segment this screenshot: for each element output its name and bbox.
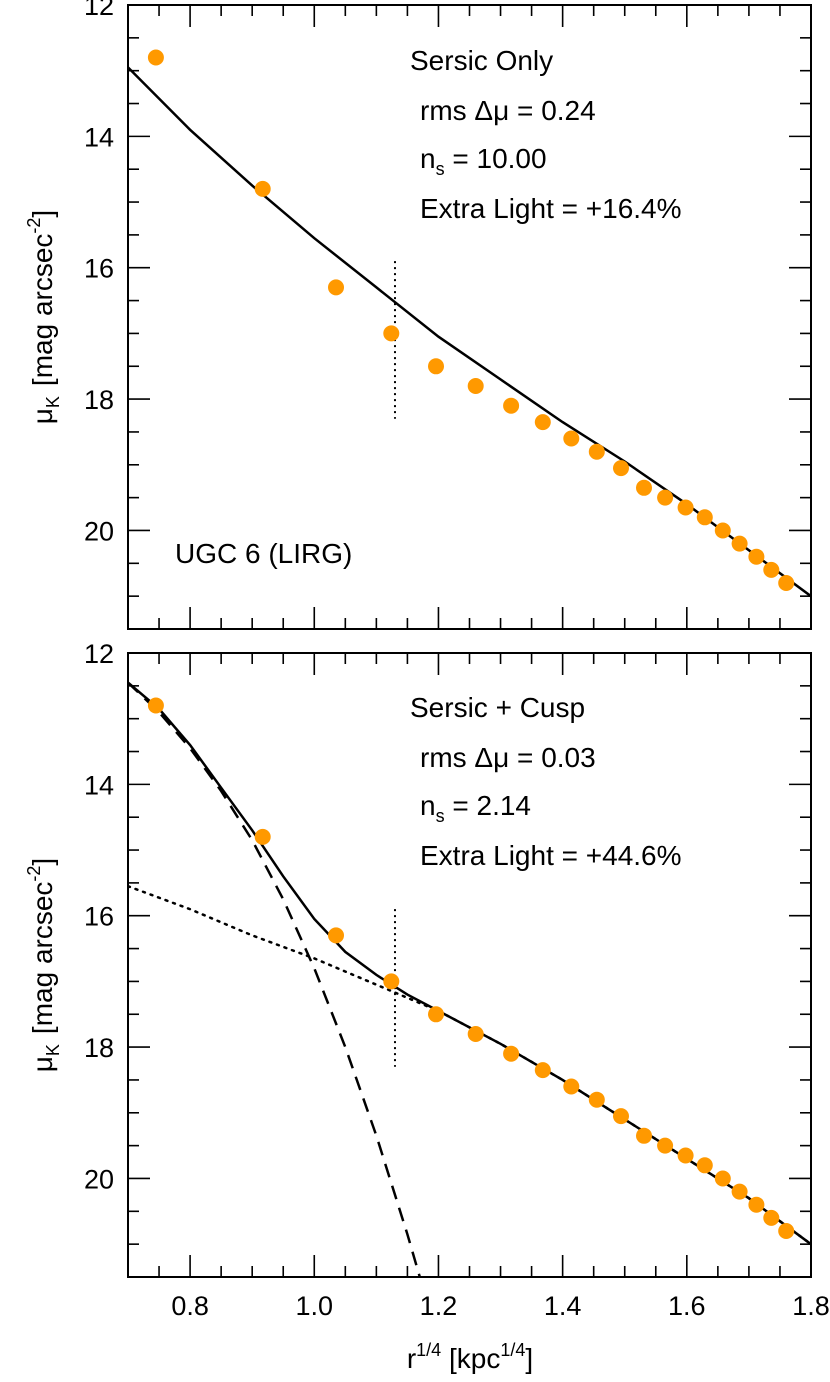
bottom-curve-dotted bbox=[128, 884, 811, 1246]
bottom-data-point bbox=[563, 1078, 580, 1095]
top-data-point bbox=[778, 575, 795, 591]
top-data-point bbox=[677, 499, 694, 516]
bottom-data-point bbox=[677, 1147, 694, 1164]
bottom-data-point bbox=[731, 1183, 748, 1200]
bottom-y-tick-label: 18 bbox=[84, 1033, 114, 1063]
bottom-data-point bbox=[714, 1170, 731, 1187]
top-data-point bbox=[588, 443, 605, 460]
bottom-x-tick-label: 1.8 bbox=[792, 1291, 830, 1321]
bottom-y-tick-label: 16 bbox=[84, 902, 114, 932]
top-data-point bbox=[503, 397, 520, 414]
bottom-data-point bbox=[588, 1091, 605, 1108]
top-data-point bbox=[328, 279, 344, 296]
bottom-data-point bbox=[467, 1026, 484, 1042]
top-data-point bbox=[613, 460, 629, 477]
bottom-plot-area bbox=[128, 681, 811, 1277]
bottom-x-tick-label: 1.4 bbox=[544, 1291, 582, 1321]
top-data-point bbox=[254, 180, 271, 197]
top-data-point bbox=[563, 430, 580, 447]
bottom-data-point bbox=[428, 1006, 444, 1023]
top-data-point bbox=[636, 479, 652, 496]
top-data-point bbox=[696, 509, 713, 526]
bottom-extra-light-label: Extra Light = +44.6% bbox=[420, 840, 682, 871]
top-data-point bbox=[147, 49, 164, 66]
top-curve-solid bbox=[128, 66, 811, 598]
bottom-data-point bbox=[613, 1108, 629, 1125]
bottom-data-point bbox=[748, 1196, 765, 1213]
bottom-x-tick-label: 1.2 bbox=[420, 1291, 458, 1321]
top-axis-ticks: 12 14 16 18 20 bbox=[84, 0, 812, 630]
bottom-y-tick-label: 20 bbox=[84, 1164, 114, 1194]
top-data-point bbox=[428, 358, 444, 375]
top-model-label: Sersic Only bbox=[410, 45, 553, 76]
bottom-n-label: ns = 2.14 bbox=[420, 790, 531, 826]
top-extra-light-label: Extra Light = +16.4% bbox=[420, 193, 682, 224]
bottom-curve-dashed bbox=[128, 681, 422, 1277]
bottom-x-tick-label: 1.0 bbox=[295, 1291, 333, 1321]
bottom-data-point bbox=[636, 1127, 652, 1144]
top-data-point bbox=[763, 561, 780, 578]
top-data-point bbox=[534, 414, 551, 431]
bottom-y-axis-title: μK[mag arcsec-2] bbox=[24, 858, 63, 1072]
top-data-point bbox=[714, 522, 731, 539]
bottom-y-tick-label: 12 bbox=[84, 639, 114, 669]
top-rms-label: rms Δμ = 0.24 bbox=[420, 95, 596, 126]
bottom-data-point bbox=[534, 1062, 551, 1079]
bottom-data-point bbox=[254, 828, 271, 845]
bottom-data-point bbox=[383, 973, 400, 990]
top-y-tick-label: 20 bbox=[84, 516, 114, 546]
top-data-point bbox=[467, 378, 484, 394]
bottom-data-point bbox=[778, 1223, 795, 1239]
top-y-axis-title: μK[mag arcsec-2] bbox=[24, 210, 63, 424]
bottom-rms-label: rms Δμ = 0.03 bbox=[420, 742, 596, 773]
top-y-tick-label: 18 bbox=[84, 385, 114, 415]
top-data-point bbox=[657, 489, 674, 506]
panel-bottom: 12 14 16 18 20 0.8 1.0 1.2 1.4 1.6 1.8 Sersic + Cu… bbox=[24, 639, 830, 1374]
top-n-label: ns = 10.00 bbox=[420, 143, 547, 179]
bottom-y-tick-label: 14 bbox=[84, 770, 114, 800]
panel-top: 12 14 16 18 20 Sersic Only rms Δμ = 0.24 ns … bbox=[24, 0, 812, 630]
top-y-tick-label: 12 bbox=[84, 0, 114, 21]
bottom-data-point bbox=[147, 697, 164, 714]
top-y-tick-label: 16 bbox=[84, 254, 114, 284]
bottom-model-label: Sersic + Cusp bbox=[410, 692, 585, 723]
bottom-data-point bbox=[503, 1045, 520, 1062]
top-data-point bbox=[748, 548, 765, 565]
top-data-point bbox=[383, 325, 400, 342]
bottom-axis-ticks: 12 14 16 18 20 0.8 1.0 1.2 1.4 1.6 1.8 bbox=[84, 639, 830, 1321]
bottom-data-point bbox=[763, 1209, 780, 1226]
bottom-data-point bbox=[657, 1137, 674, 1154]
top-y-tick-label: 14 bbox=[84, 122, 114, 152]
bottom-data-point bbox=[696, 1157, 713, 1174]
galaxy-name-label: UGC 6 (LIRG) bbox=[175, 538, 352, 569]
x-axis-title: r1/4 [kpc1/4] bbox=[407, 1340, 533, 1374]
bottom-x-tick-label: 0.8 bbox=[171, 1291, 209, 1321]
top-plot-area bbox=[128, 49, 811, 598]
bottom-x-tick-label: 1.6 bbox=[668, 1291, 706, 1321]
bottom-data-point bbox=[328, 927, 344, 944]
top-data-point bbox=[731, 535, 748, 552]
